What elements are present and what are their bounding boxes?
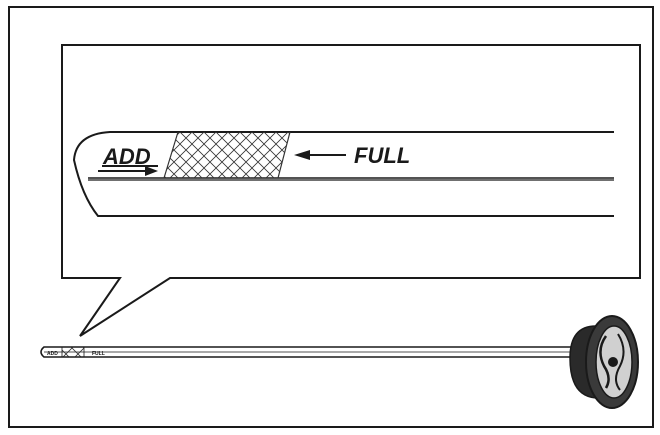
rod-add-label: ADD bbox=[47, 351, 58, 357]
rod-hatch-mark bbox=[61, 346, 85, 358]
left-arrow-icon bbox=[294, 150, 346, 160]
dipstick-handle-icon bbox=[569, 315, 639, 409]
rod-full-label: FULL bbox=[92, 351, 105, 357]
add-label: ADD bbox=[102, 144, 151, 169]
right-arrow-icon bbox=[98, 166, 158, 176]
callout-bubble bbox=[61, 44, 641, 337]
full-label: FULL bbox=[354, 143, 410, 168]
dipstick-rod: ADD FULL bbox=[40, 346, 591, 358]
crosshatch-pattern bbox=[163, 131, 291, 179]
